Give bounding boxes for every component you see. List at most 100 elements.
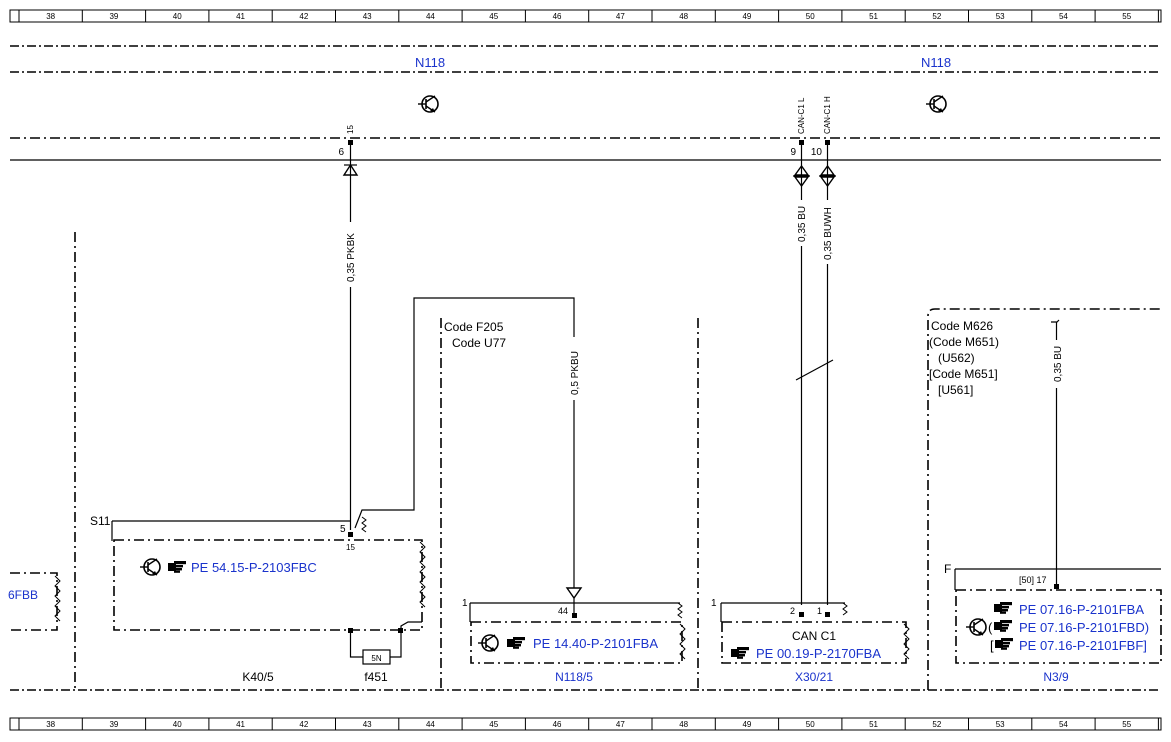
pin-label: CAN-C1 H [823,96,832,134]
fuse[interactable] [362,649,391,665]
ruler-bottom-number: 50 [806,720,815,729]
fuse-label: f451 [364,670,388,684]
code-text: Code U77 [452,336,506,350]
wire-label: 0,35 BUWH [823,207,834,260]
ruler-top-number: 42 [299,12,308,21]
code-text: (U562) [938,351,975,365]
ruler-top-number: 48 [679,12,688,21]
ruler-bottom-number: 41 [236,720,245,729]
pin-label: S11 [90,514,111,528]
can-label: CAN C1 [792,629,836,643]
ruler-top-number: 52 [932,12,941,21]
pointing-hand-icon [995,638,1013,650]
pin-number: 9 [790,147,796,158]
ruler-top-number: 50 [806,12,815,21]
component-box-n3-9 [955,589,1162,664]
ruler-bottom-number: 49 [742,720,751,729]
pin-number: 2 [790,606,795,616]
ruler-top-number: 40 [173,12,182,21]
connector-pin [799,140,804,145]
ruler-top-number: 53 [996,12,1005,21]
pin-label: 15 [346,125,355,134]
ruler-bottom-number: 39 [109,720,118,729]
reference-link[interactable]: PE 14.40-P-2101FBA [533,636,658,651]
ruler-top-number: 46 [553,12,562,21]
ruler-bottom-number: 44 [426,720,435,729]
twisted-pair-mark [795,359,834,381]
ruler-top-number: 41 [236,12,245,21]
ruler-bottom-number: 51 [869,720,878,729]
code-text: (Code M651) [929,335,999,349]
component-box-n118-5 [470,621,683,664]
transistor-icon [417,95,439,113]
connector-pin [348,532,353,537]
ruler-bottom-number: 42 [299,720,308,729]
component-box-x30-21 [721,621,907,664]
ruler-top-number: 49 [742,12,751,21]
ruler-top-number: 43 [363,12,372,21]
code-text: Code F205 [444,320,504,334]
bracket: [ [990,638,994,653]
reference-link[interactable]: PE 07.16-P-2101FBD) [1019,620,1149,635]
pointing-hand-icon [168,561,186,573]
connector-pin [825,140,830,145]
ruler-top-number: 38 [46,12,55,21]
code-text: Code M626 [931,319,993,333]
component-label-n3-9[interactable]: N3/9 [1043,670,1069,684]
ruler-bottom-number: 45 [489,720,498,729]
wire-end [1051,319,1060,323]
can-connector [793,164,836,188]
pin-label: CAN-C1 L [797,97,806,134]
pin-number: 1 [711,598,717,609]
transistor-icon [139,558,161,576]
reference-link[interactable]: 6FBB [8,588,38,602]
pin-number: 1 [817,606,822,616]
ruler-bottom-number: 54 [1059,720,1068,729]
connector-pin [572,613,577,618]
bracket: ( [988,620,993,635]
ruler-bottom-number: 38 [46,720,55,729]
ruler-bottom-number: 48 [679,720,688,729]
shield-mark [361,516,367,533]
component-label-n118[interactable]: N118 [415,55,445,70]
code-text: [U561] [938,383,973,397]
component-label-k40-5: K40/5 [242,670,274,684]
ruler-top-frame [9,9,1162,23]
ruler-bottom-number: 47 [616,720,625,729]
component-label-n118[interactable]: N118 [921,55,951,70]
pin-number: 44 [558,606,568,616]
fuse-rating: 5N [371,654,381,663]
wire-label: 0,35 PKBK [346,233,357,282]
component-label-n118-5[interactable]: N118/5 [555,670,593,684]
pin-number: 10 [811,147,823,158]
reference-link[interactable]: PE 00.19-P-2170FBA [756,646,881,661]
ruler-top-number: 44 [426,12,435,21]
connector-arrow [565,587,583,600]
wire-label: 0,35 BU [797,206,808,242]
ruler-top-number: 55 [1122,12,1131,21]
ruler-bottom-number: 52 [932,720,941,729]
component-box [10,572,58,631]
wire-label: 0,5 PKBU [570,351,581,395]
ruler-bottom-number: 40 [173,720,182,729]
wire-label: 0,35 BU [1053,346,1064,382]
pointing-hand-icon [994,620,1012,632]
wire[interactable] [354,297,575,529]
pin-number: 15 [346,543,355,552]
wire [349,621,422,658]
ruler-bottom-number: 55 [1122,720,1131,729]
pin-number: 5 [340,524,346,535]
ruler-top-number: 39 [109,12,118,21]
transistor-icon [477,634,499,652]
ruler-top-number: 54 [1059,12,1068,21]
reference-link[interactable]: PE 07.16-P-2101FBA [1019,602,1144,617]
reference-link[interactable]: PE 07.16-P-2101FBF] [1019,638,1147,653]
component-label-x30-21[interactable]: X30/21 [795,670,833,684]
reference-link[interactable]: PE 54.15-P-2103FBC [191,560,317,575]
component-box-k40 [113,539,423,631]
code-text: [Code M651] [929,367,998,381]
connector-pin [348,140,353,145]
